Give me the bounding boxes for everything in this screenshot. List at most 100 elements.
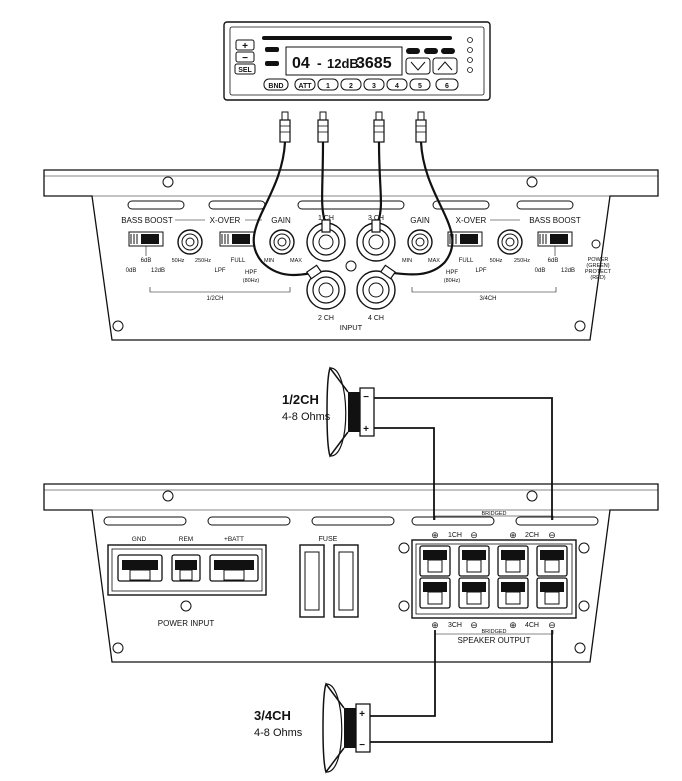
- gain-knob-left[interactable]: [269, 229, 295, 255]
- head-unit-plus-button[interactable]: +: [242, 41, 248, 52]
- bridged-bottom-label: BRIDGED: [481, 629, 506, 635]
- down-button[interactable]: [405, 57, 431, 75]
- xover-250hz-right: 250Hz: [514, 258, 530, 264]
- bass-6db-right: 6dB: [548, 258, 559, 264]
- preset-button-4[interactable]: 4: [386, 78, 408, 91]
- bass-0db-right: 0dB: [535, 268, 546, 274]
- speaker-34-title: 3/4CH: [254, 708, 291, 723]
- speaker-34ch: + − 3/4CH 4-8 Ohms: [254, 682, 371, 774]
- preset-button-5[interactable]: 5: [409, 78, 431, 91]
- preset-button-label: ATT: [298, 83, 312, 90]
- power-label: POWER: [588, 257, 609, 263]
- bass-boost-label-left: BASS BOOST: [121, 216, 173, 225]
- rem-terminal[interactable]: [171, 554, 201, 582]
- preset-button-bnd[interactable]: BND: [263, 78, 289, 91]
- preset-button-label: 4: [395, 83, 399, 90]
- gain-max-right: MAX: [428, 258, 440, 264]
- ch4-plus: ⊕: [509, 620, 517, 630]
- protect-red-label: (RED): [590, 275, 605, 281]
- speaker-terminal-ch2-neg[interactable]: [536, 545, 568, 577]
- power-led-icon: [591, 239, 601, 249]
- ch3-label: 3CH: [448, 622, 462, 629]
- hpf-left: HPF: [245, 270, 257, 276]
- input-label-2ch: 2 CH: [318, 315, 334, 322]
- hpf-freq-right: (80Hz): [444, 278, 461, 284]
- gain-max-left: MAX: [290, 258, 302, 264]
- amplifier-power-panel: GND REM +BATT POWER INPUT FUSE: [43, 483, 659, 663]
- ch1-minus: ⊖: [470, 530, 478, 540]
- ch3-minus: ⊖: [470, 620, 478, 630]
- xover-knob-left[interactable]: [177, 229, 203, 255]
- xover-50hz-left: 50Hz: [172, 258, 185, 264]
- speaker-12-title: 1/2CH: [282, 392, 319, 407]
- preset-button-3[interactable]: 3: [363, 78, 385, 91]
- power-input-label: POWER INPUT: [158, 619, 215, 628]
- speaker-wires-34: [370, 630, 553, 743]
- speaker-34-ohms: 4-8 Ohms: [254, 727, 303, 739]
- rca-plug-1: [279, 111, 291, 143]
- hpf-freq-left: (80Hz): [243, 278, 260, 284]
- fuse-2[interactable]: [333, 544, 359, 618]
- ch2-plus: ⊕: [509, 530, 517, 540]
- speaker-terminal-ch2-pos[interactable]: [497, 545, 529, 577]
- up-button[interactable]: [432, 57, 458, 75]
- xover-50hz-right: 50Hz: [490, 258, 503, 264]
- display-dash: -: [317, 55, 322, 71]
- preset-button-1[interactable]: 1: [317, 78, 339, 91]
- preset-button-label: BND: [268, 83, 283, 90]
- display-level: 12dB: [327, 56, 359, 71]
- fuse-1[interactable]: [299, 544, 325, 618]
- ch3-plus: ⊕: [431, 620, 439, 630]
- head-unit-sel-button[interactable]: SEL: [238, 67, 252, 74]
- hpf-right: HPF: [446, 270, 458, 276]
- batt-label: +BATT: [224, 536, 244, 543]
- preset-button-2[interactable]: 2: [340, 78, 362, 91]
- gain-min-right: MIN: [402, 258, 412, 264]
- batt-terminal[interactable]: [209, 554, 259, 582]
- power-green-label: (GREEN): [586, 263, 609, 269]
- input-label-1ch: 1 CH: [318, 215, 334, 222]
- speaker-terminal-ch1-pos[interactable]: [419, 545, 451, 577]
- bridged-top-label: BRIDGED: [481, 511, 506, 517]
- xover-mode-switch-right[interactable]: [447, 231, 483, 247]
- xover-label-right: X-OVER: [456, 216, 487, 225]
- speaker-terminals: [419, 545, 568, 609]
- speaker-terminal-ch3-neg[interactable]: [458, 577, 490, 609]
- speaker-34-minus: −: [359, 740, 365, 751]
- amplifier-control-panel: BASS BOOST 0dB 6dB 12dB X-OVER 50Hz 250H…: [43, 169, 659, 341]
- ch4-minus: ⊖: [548, 620, 556, 630]
- xover-label-left: X-OVER: [210, 216, 241, 225]
- fuse-label: FUSE: [319, 536, 338, 543]
- bass-12db-left: 12dB: [151, 268, 165, 274]
- speaker-terminal-ch3-pos[interactable]: [419, 577, 451, 609]
- preset-button-6[interactable]: 6: [435, 78, 459, 91]
- head-unit-minus-button[interactable]: −: [242, 53, 248, 64]
- speaker-12ch: − + 1/2CH 4-8 Ohms: [282, 366, 375, 458]
- speaker-terminal-ch1-neg[interactable]: [458, 545, 490, 577]
- preset-button-label: 1: [326, 83, 330, 90]
- xover-mode-switch-left[interactable]: [219, 231, 255, 247]
- rca-plug-4: [415, 111, 427, 143]
- rca-input-2ch[interactable]: [306, 270, 346, 310]
- xover-knob-right[interactable]: [497, 229, 523, 255]
- bass-0db-left: 0dB: [126, 268, 137, 274]
- rca-input-4ch[interactable]: [356, 270, 396, 310]
- gain-label-right: GAIN: [410, 216, 430, 225]
- ch4-label: 4CH: [525, 622, 539, 629]
- gain-knob-right[interactable]: [407, 229, 433, 255]
- display-freq: 3685: [356, 55, 392, 72]
- speaker-output-label: SPEAKER OUTPUT: [458, 636, 531, 645]
- speaker-wires-12: [374, 397, 553, 520]
- channel-group-12: 1/2CH: [206, 296, 223, 302]
- speaker-terminal-ch4-neg[interactable]: [536, 577, 568, 609]
- preset-button-att[interactable]: ATT: [294, 78, 316, 91]
- gnd-terminal[interactable]: [117, 554, 163, 582]
- xover-250hz-left: 250Hz: [195, 258, 211, 264]
- ch2-label: 2CH: [525, 532, 539, 539]
- speaker-terminal-ch4-pos[interactable]: [497, 577, 529, 609]
- gnd-label: GND: [132, 536, 147, 543]
- rca-plug-2: [317, 111, 329, 143]
- speaker-12-plus: +: [363, 424, 369, 435]
